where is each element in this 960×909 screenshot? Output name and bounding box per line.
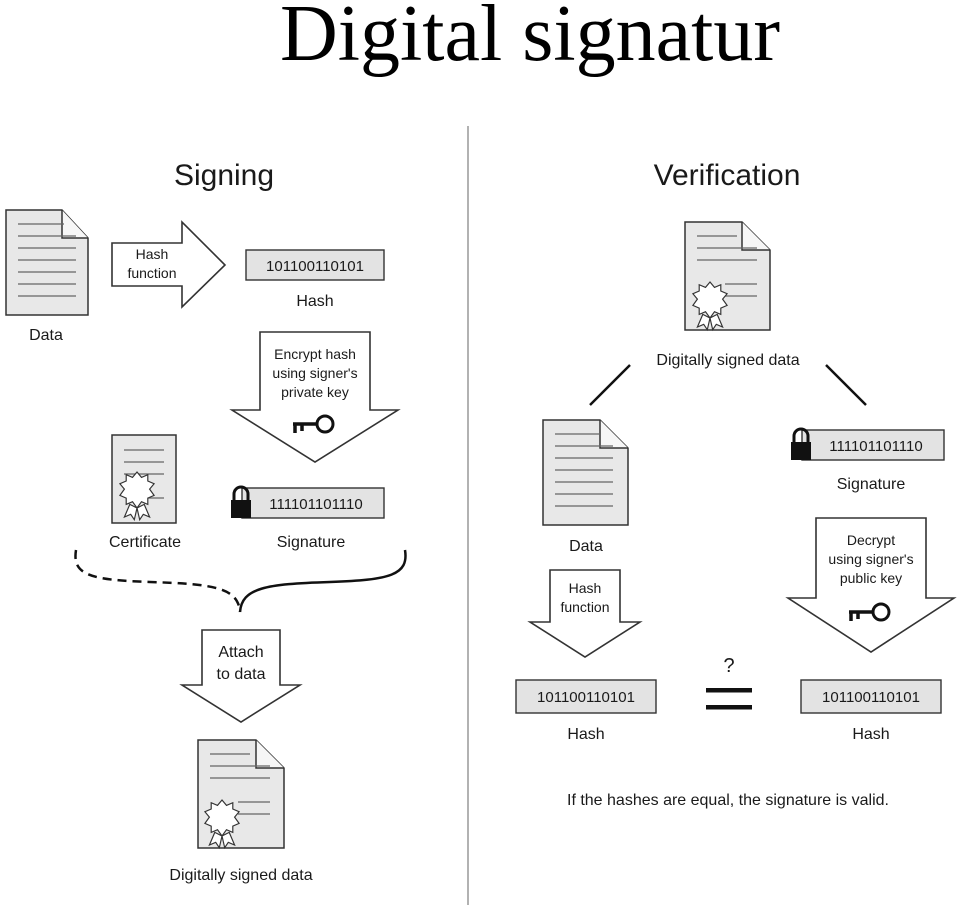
verification-conclusion: If the hashes are equal, the signature i… bbox=[567, 792, 889, 809]
signing-signature-box bbox=[241, 487, 385, 519]
verification-data-document-icon bbox=[542, 419, 629, 526]
page-title: Digital signatur bbox=[280, 0, 780, 78]
split-line-left bbox=[589, 364, 631, 406]
verification-signature-bits: 111101101110 bbox=[829, 438, 922, 455]
encrypt-label-2: using signer's bbox=[272, 365, 357, 381]
verification-signature-label: Signature bbox=[837, 476, 906, 493]
verification-hash-right-bits: 101100110101 bbox=[822, 689, 920, 706]
decrypt-label-1: Decrypt bbox=[847, 532, 895, 548]
verification-signed-data-label: Digitally signed data bbox=[656, 352, 799, 369]
verification-hash-function-label-1: Hash bbox=[569, 580, 602, 596]
split-line-right bbox=[825, 364, 867, 406]
hash-function-arrow bbox=[111, 220, 227, 309]
signing-signature-label: Signature bbox=[277, 534, 346, 551]
hash-function-label-2: function bbox=[127, 265, 176, 281]
encrypt-label-1: Encrypt hash bbox=[274, 346, 356, 362]
equals-sign-top bbox=[706, 688, 752, 693]
encrypt-hash-arrow bbox=[229, 331, 401, 463]
signing-data-label: Data bbox=[29, 327, 63, 344]
signing-hash-bits: 101100110101 bbox=[266, 258, 364, 275]
verification-hash-left-box bbox=[515, 679, 657, 714]
attach-label-2: to data bbox=[217, 666, 266, 683]
signing-signature-bits: 111101101110 bbox=[269, 496, 362, 513]
hash-function-label-1: Hash bbox=[136, 246, 169, 262]
attach-to-data-arrow bbox=[179, 629, 303, 723]
signing-signed-data-label: Digitally signed data bbox=[169, 867, 312, 884]
signing-data-document-icon bbox=[5, 209, 89, 316]
signing-padlock-icon bbox=[229, 485, 253, 520]
certificate-icon bbox=[111, 434, 177, 524]
verification-padlock-icon bbox=[789, 427, 813, 462]
signing-signed-document-icon bbox=[197, 739, 285, 849]
brace-solid bbox=[238, 549, 407, 613]
verification-hash-function-arrow bbox=[527, 569, 643, 658]
verification-hash-function-label-2: function bbox=[560, 599, 609, 615]
certificate-label: Certificate bbox=[109, 534, 181, 551]
brace-dashed bbox=[74, 549, 242, 613]
signing-hash-label: Hash bbox=[296, 293, 333, 310]
equals-sign-bottom bbox=[706, 705, 752, 710]
verification-hash-left-label: Hash bbox=[567, 726, 604, 743]
verification-heading: Verification bbox=[654, 159, 801, 192]
decrypt-arrow bbox=[785, 517, 957, 653]
signing-hash-box bbox=[245, 249, 385, 281]
verification-hash-right-box bbox=[800, 679, 942, 714]
signing-heading: Signing bbox=[174, 159, 274, 192]
decrypt-label-3: public key bbox=[840, 570, 902, 586]
encrypt-label-3: private key bbox=[281, 384, 349, 400]
attach-label-1: Attach bbox=[218, 644, 263, 661]
verification-hash-right-label: Hash bbox=[852, 726, 889, 743]
equality-question-mark: ? bbox=[723, 655, 734, 677]
verification-hash-left-bits: 101100110101 bbox=[537, 689, 635, 706]
decrypt-label-2: using signer's bbox=[828, 551, 913, 567]
verification-data-label: Data bbox=[569, 538, 603, 555]
verification-signed-document-icon bbox=[684, 221, 771, 331]
